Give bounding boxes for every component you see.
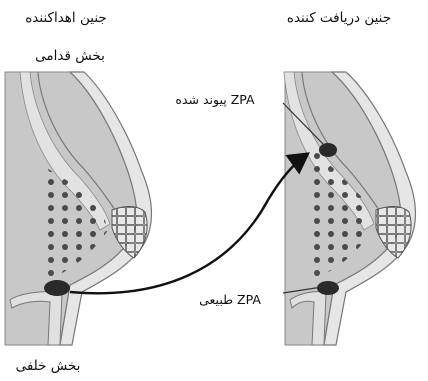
- grafted-zpa: [319, 143, 337, 157]
- anterior-label: بخش قدامی: [35, 48, 105, 64]
- natural-zpa: [317, 281, 339, 295]
- recipient-limb-bud: [284, 72, 415, 345]
- natural-zpa-label: ZPA طبیعی: [199, 292, 261, 307]
- posterior-label: بخش خلفی: [16, 358, 81, 374]
- donor-embryo-label: جنین اهداکننده: [25, 10, 107, 26]
- donor-limb-bud: [5, 72, 151, 345]
- grafted-zpa-label: ZPA پیوند شده: [175, 92, 255, 108]
- donor-zpa: [44, 280, 70, 296]
- recipient-embryo-label: جنین دریافت کننده: [287, 10, 391, 26]
